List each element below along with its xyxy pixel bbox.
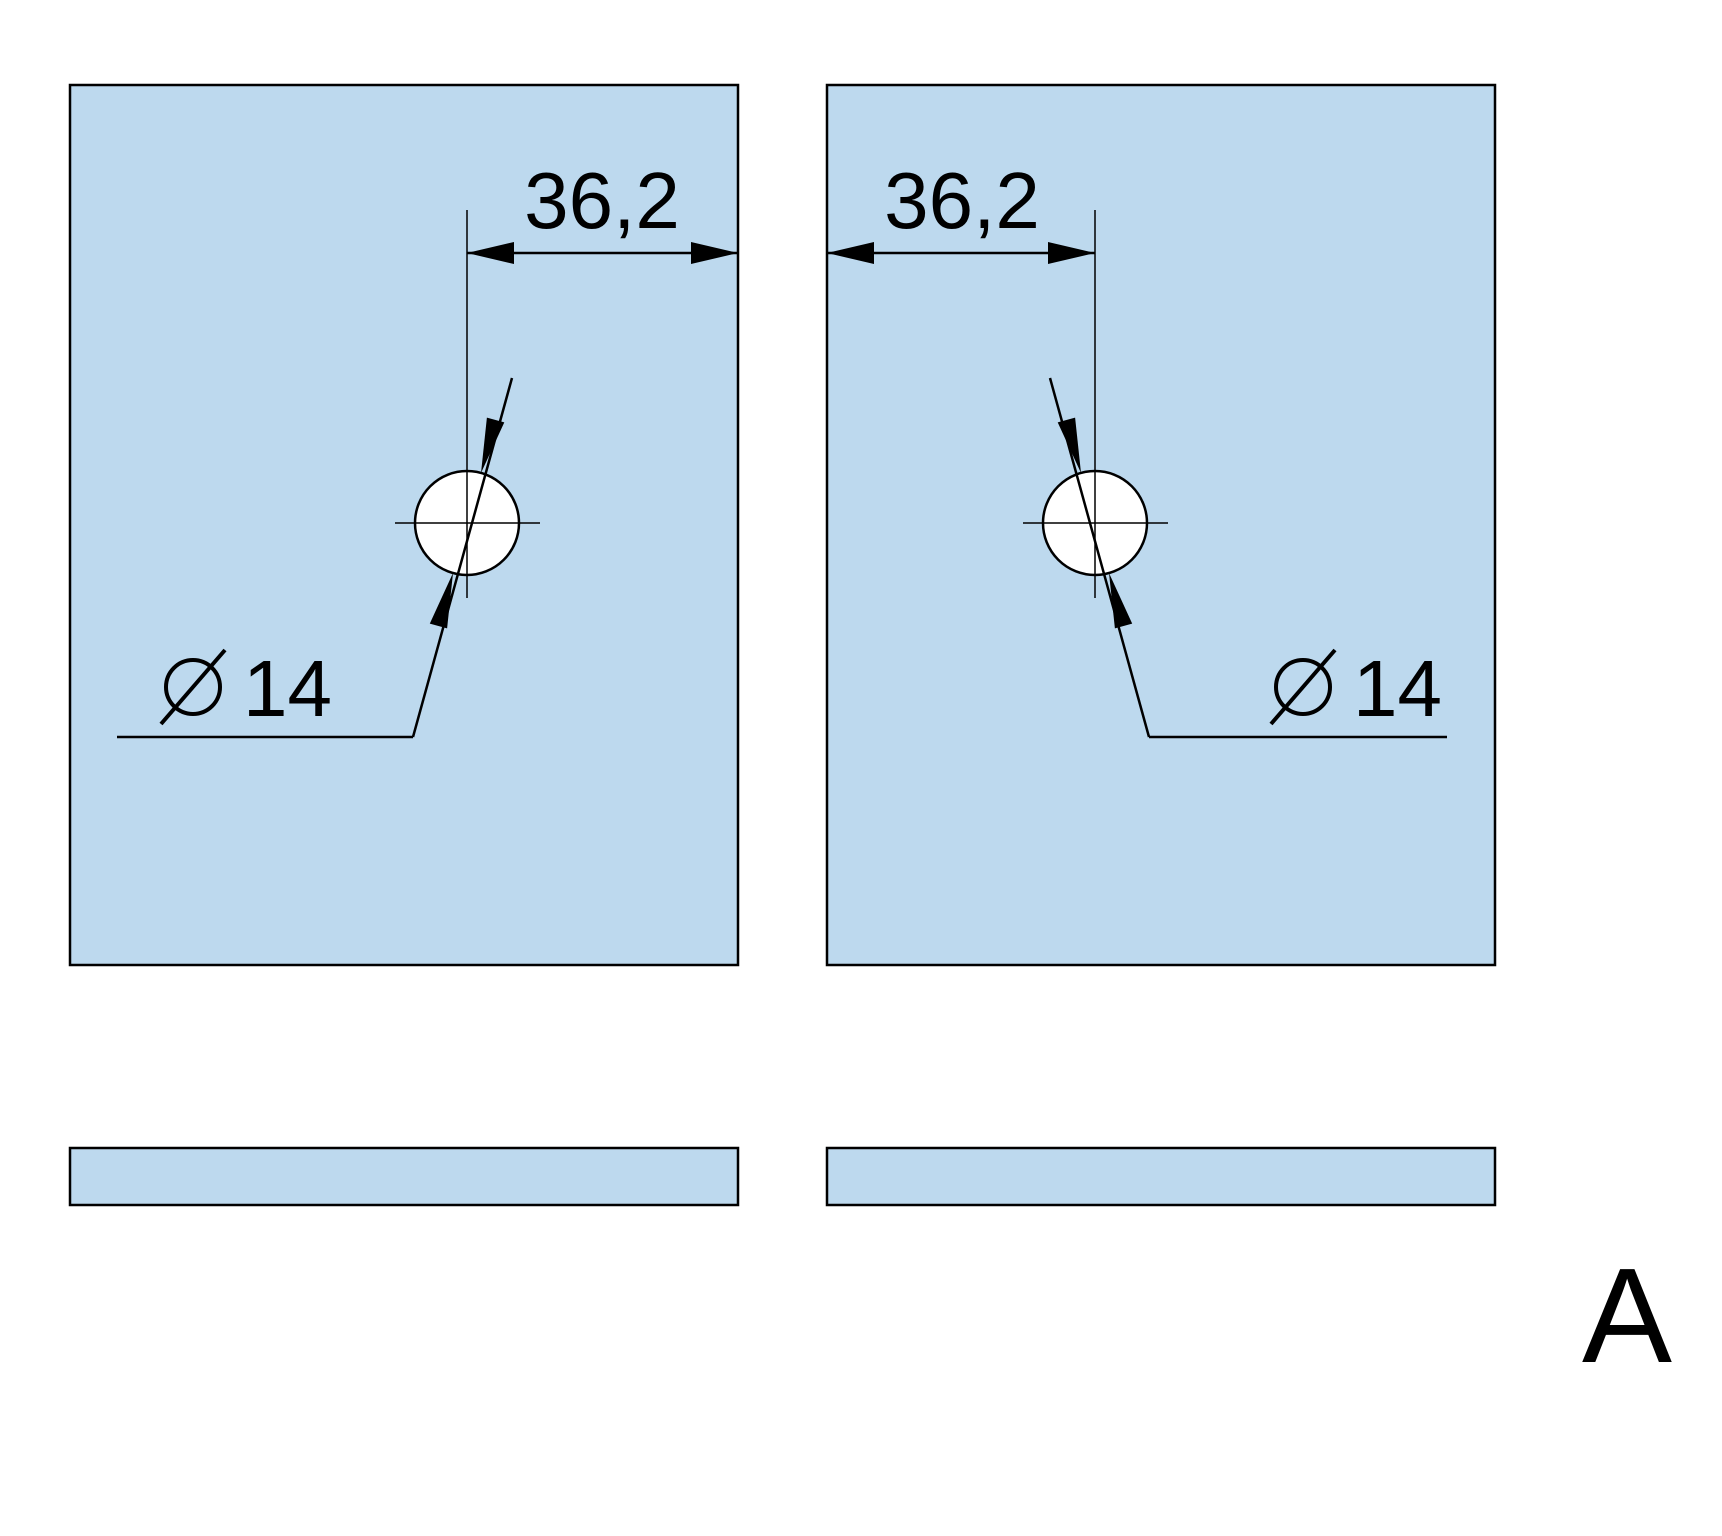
right-leader-arrow-top-icon [1057,417,1081,473]
left-dimension-text: 36,2 [524,156,680,245]
left-leader-arrow-bottom-icon [429,573,453,629]
left-panel-side-view [68,1146,740,1207]
left-panel-front-view [68,83,740,967]
right-dim-arrow-left-icon [827,242,874,264]
left-dim-arrow-right-icon [691,242,738,264]
left-diameter-label: 14 [159,644,332,733]
left-leader-arrow-top-icon [481,417,505,473]
left-dimension: 36,2 [467,156,738,264]
left-hole-group [117,210,540,739]
left-dim-arrow-left-icon [467,242,514,264]
view-label: A [1582,1240,1672,1391]
right-diameter-value: 14 [1353,644,1442,733]
left-diameter-value: 14 [243,644,332,733]
diameter-symbol-icon [159,648,227,726]
right-leader-arrow-bottom-icon [1109,573,1133,629]
right-hole-group [1023,210,1447,739]
right-dimension-text: 36,2 [884,156,1040,245]
diameter-symbol-icon [1269,648,1337,726]
right-dim-arrow-right-icon [1048,242,1095,264]
right-panel-front-view [825,83,1497,967]
right-dimension: 36,2 [827,156,1095,264]
right-panel-side-view [825,1146,1497,1207]
right-diameter-label: 14 [1269,644,1442,733]
